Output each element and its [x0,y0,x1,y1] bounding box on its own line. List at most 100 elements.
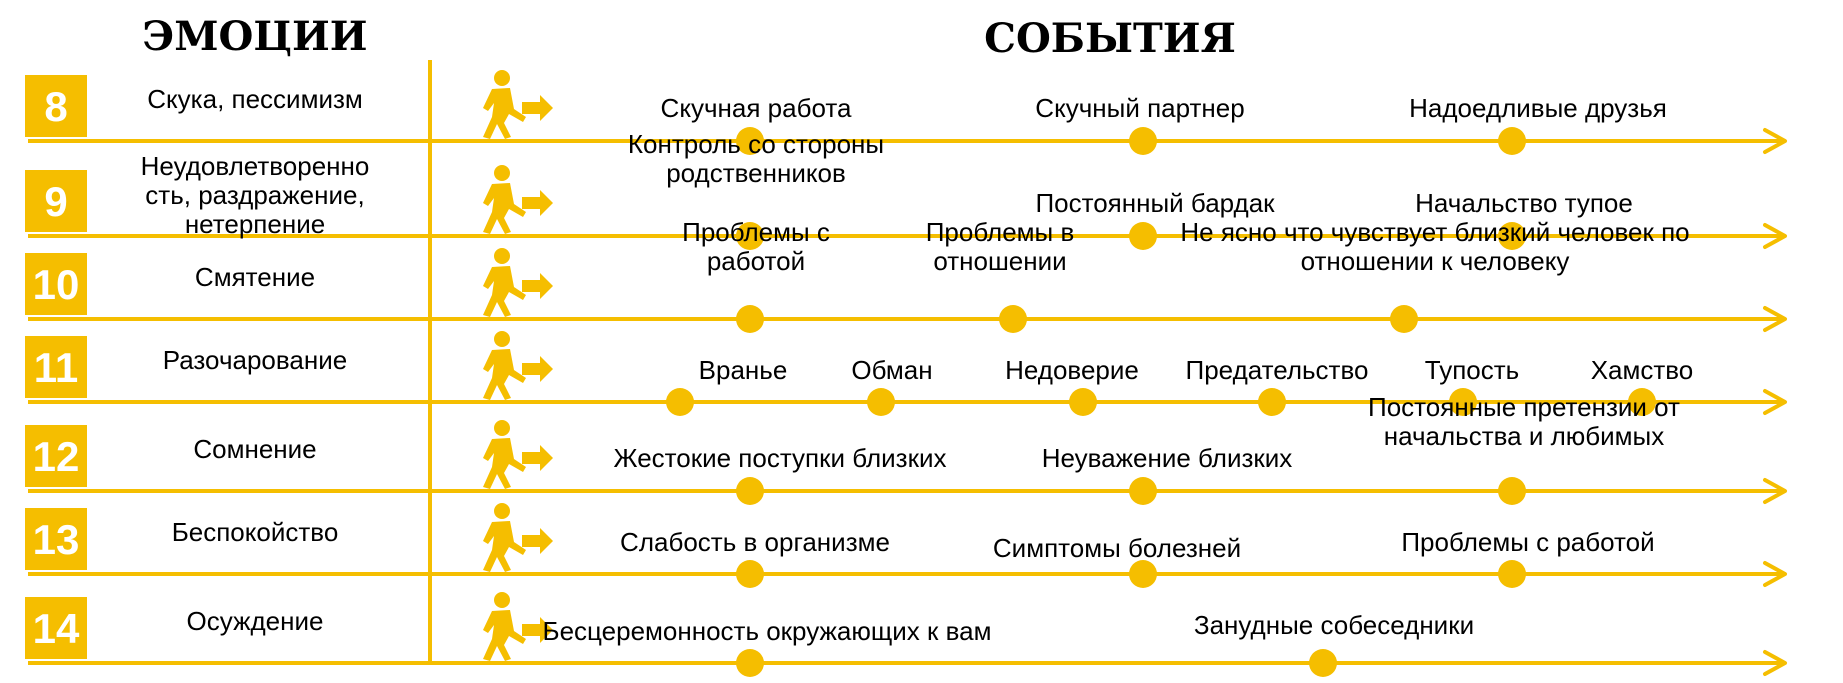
number-badge [25,597,87,659]
event-label: Проблемы в [926,217,1075,247]
event-label: родственников [666,158,846,188]
event-label: Скучная работа [661,93,852,123]
event-label: Бесцеремонность окружающих к вам [543,616,992,646]
emotions-header: ЭМОЦИИ [142,13,367,60]
number-badge-label: 10 [33,261,80,308]
emotion-label: Смятение [195,262,315,292]
arrow-right-icon [522,356,553,382]
timeline-arrowhead [1763,561,1787,587]
walking-person-icon [483,503,526,572]
emotion-row: 14 Осуждение Бесцеремонность окружающих к … [25,592,1787,677]
number-badge [25,253,87,315]
arrow-right-icon [522,190,553,216]
arrow-right-icon [522,95,553,121]
walking-person-icon [483,70,526,139]
emotion-row: 8 Скука, пессимизм Скучная работа Скучный п… [25,70,1787,155]
number-badge [25,425,87,487]
number-badge [25,75,87,137]
event-label: Не ясно что чувствует близкий человек по [1180,217,1689,247]
walking-person-icon [483,165,526,234]
event-marker [999,305,1027,333]
arrow-right-icon [522,445,553,471]
number-badge-label: 9 [44,178,67,225]
event-marker [867,388,895,416]
emotion-label: сть, раздражение, [145,180,364,210]
event-marker [1129,127,1157,155]
event-marker [736,222,764,250]
number-badge [25,508,87,570]
event-label: отношении к человеку [1301,246,1570,276]
event-marker [1129,222,1157,250]
event-label: Тупость [1425,355,1519,385]
event-label: Проблемы с работой [1401,527,1654,557]
event-label: работой [707,246,805,276]
timeline-arrowhead [1763,223,1787,249]
event-label: Постоянный бардак [1035,188,1275,218]
event-marker [1498,477,1526,505]
event-marker [666,388,694,416]
event-marker [736,649,764,677]
timeline-arrowhead [1763,650,1787,676]
event-label: отношении [933,246,1066,276]
event-label: Контроль со стороны [628,129,884,159]
event-label: начальства и любимых [1384,421,1664,451]
event-label: Недоверие [1005,355,1139,385]
number-badge-label: 13 [33,516,80,563]
event-label: Слабость в организме [620,527,890,557]
event-marker [1309,649,1337,677]
event-label: Проблемы с [682,217,830,247]
event-marker [1498,560,1526,588]
emotion-label: Осуждение [187,606,324,636]
emotion-label: Неудовлетворенно [141,151,370,181]
event-label: Начальство тупое [1415,188,1633,218]
event-marker [1498,222,1526,250]
timeline-arrowhead [1763,389,1787,415]
event-label: Надоедливые друзья [1409,93,1667,123]
event-marker [1129,477,1157,505]
timeline-arrowhead [1763,478,1787,504]
number-badge-label: 12 [33,433,80,480]
timeline-arrowhead [1763,306,1787,332]
event-marker [736,305,764,333]
emotion-label: Скука, пессимизм [147,84,363,114]
event-label: Вранье [699,355,788,385]
event-marker [1449,388,1477,416]
number-badge-label: 11 [34,344,78,391]
event-label: Обман [851,355,932,385]
event-label: Занудные собеседники [1194,610,1474,640]
timeline-arrowhead [1763,128,1787,154]
event-label: Неуважение близких [1042,443,1293,473]
event-marker [1129,560,1157,588]
emotion-row: 12 Сомнение Жестокие поступки близких Неува… [25,392,1787,505]
event-marker [1390,305,1418,333]
event-label: Жестокие поступки близких [614,443,947,473]
walking-person-icon [483,331,526,400]
number-badge [25,336,87,398]
event-label: Скучный партнер [1035,93,1244,123]
walking-person-icon [483,592,526,661]
event-marker [736,560,764,588]
event-label: Хамство [1591,355,1694,385]
event-marker [1628,388,1656,416]
event-marker [1498,127,1526,155]
event-marker [736,477,764,505]
number-badge [25,170,87,232]
emotion-label: нетерпение [185,209,325,239]
number-badge-label: 8 [44,83,67,130]
arrow-right-icon [522,273,553,299]
walking-person-icon [483,248,526,317]
event-label: Постоянные претензии от [1368,392,1680,422]
events-header: СОБЫТИЯ [984,15,1236,62]
event-label: Предательство [1186,355,1369,385]
walking-person-icon [483,420,526,489]
arrow-right-icon [522,617,553,643]
emotion-label: Сомнение [193,434,316,464]
number-badge-label: 14 [33,605,80,652]
arrow-right-icon [522,528,553,554]
event-marker [736,127,764,155]
event-marker [1069,388,1097,416]
